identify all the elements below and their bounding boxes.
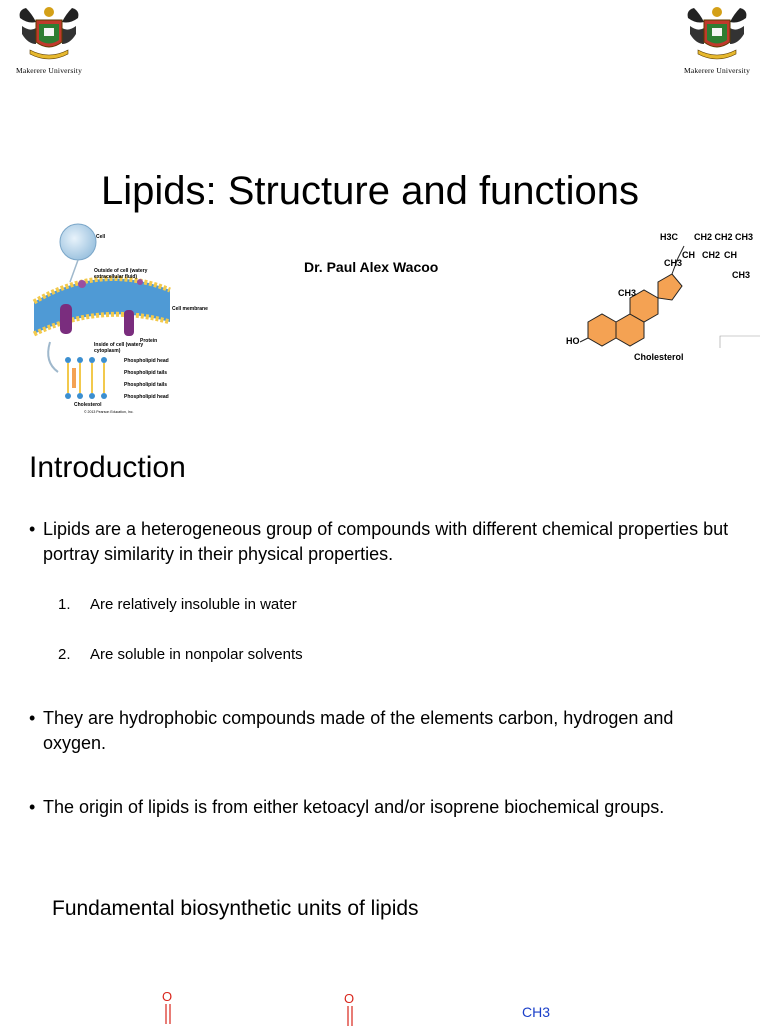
bullet-icon: • (29, 519, 36, 539)
isoprene-unit: CH3 (522, 1004, 550, 1020)
label-protein: Protein (140, 338, 158, 344)
ketoacyl-unit-2: O (344, 992, 356, 1031)
label-ch-right: CH (724, 250, 737, 260)
label-chain: CH2 CH2 CH3 (694, 232, 754, 242)
label-ho: HO (566, 336, 580, 346)
label-ch3-right: CH3 (732, 270, 751, 280)
slide-title: Lipids: Structure and functions (100, 169, 640, 213)
university-name: Makerere University (683, 66, 751, 75)
bullet-origin: • The origin of lipids is from either ke… (29, 795, 729, 820)
label-cholesterol: Cholesterol (74, 402, 102, 408)
bullet-text: Lipids are a heterogeneous group of comp… (43, 519, 729, 564)
bullet-text: The origin of lipids is from either keto… (43, 797, 665, 817)
list-number: 1. (58, 596, 71, 613)
makerere-logo-right: Makerere University (672, 4, 762, 75)
label-cell: Cell (96, 234, 106, 240)
list-item: 2. Are soluble in nonpolar solvents (58, 645, 303, 665)
section-heading-units: Fundamental biosynthetic units of lipids (52, 897, 419, 920)
university-name: Makerere University (15, 66, 83, 75)
label-ch3-top: CH3 (664, 258, 683, 268)
label-head-top: Phospholipid head (124, 358, 169, 364)
ketoacyl-unit-1: O (162, 990, 174, 1029)
label-membrane: Cell membrane (172, 306, 208, 312)
university-crest-icon (687, 7, 747, 60)
author-name: Dr. Paul Alex Wacoo (304, 259, 439, 275)
label-ch2: CH2 (702, 250, 721, 260)
oxygen-label: O (162, 989, 173, 1004)
label-ch3-mid: CH3 (618, 288, 637, 298)
list-text: Are soluble in nonpolar solvents (90, 646, 303, 663)
label-inside: Inside of cell (watery cytoplasm) (94, 342, 144, 354)
list-text: Are relatively insoluble in water (90, 596, 297, 613)
label-outside: Outside of cell (watery extracellular fl… (94, 268, 148, 280)
university-crest-icon (19, 7, 79, 60)
label-h3c: H3C (660, 232, 679, 242)
label-tails-1: Phospholipid tails (124, 370, 168, 376)
methyl-label: CH3 (522, 1004, 551, 1020)
label-head-bottom: Phospholipid head (124, 394, 169, 400)
makerere-logo-left: Makerere University (4, 4, 94, 75)
section-heading-introduction: Introduction (29, 451, 186, 484)
bullet-icon: • (29, 708, 36, 728)
figure-copyright: © 2013 Pearson Education, Inc. (84, 410, 134, 414)
oxygen-label: O (344, 991, 355, 1006)
bullet-text: They are hydrophobic compounds made of t… (43, 708, 674, 753)
label-ch: CH (682, 250, 695, 260)
bullet-lipids-heterogeneous: • Lipids are a heterogeneous group of co… (29, 517, 729, 567)
cell-membrane-figure: Cell Outside of cell (watery extracellul… (20, 222, 210, 418)
cholesterol-structure-figure: H3C CH2 CH2 CH3 CH CH2 CH CH3 CH3 CH3 HO… (560, 228, 760, 368)
double-bond-icon (165, 1004, 171, 1024)
bullet-icon: • (29, 797, 36, 817)
double-bond-icon (347, 1006, 353, 1026)
bullet-hydrophobic: • They are hydrophobic compounds made of… (29, 706, 739, 756)
list-number: 2. (58, 646, 71, 663)
list-item: 1. Are relatively insoluble in water (58, 595, 297, 615)
label-tails-2: Phospholipid tails (124, 382, 168, 388)
cholesterol-caption: Cholesterol (634, 352, 684, 362)
